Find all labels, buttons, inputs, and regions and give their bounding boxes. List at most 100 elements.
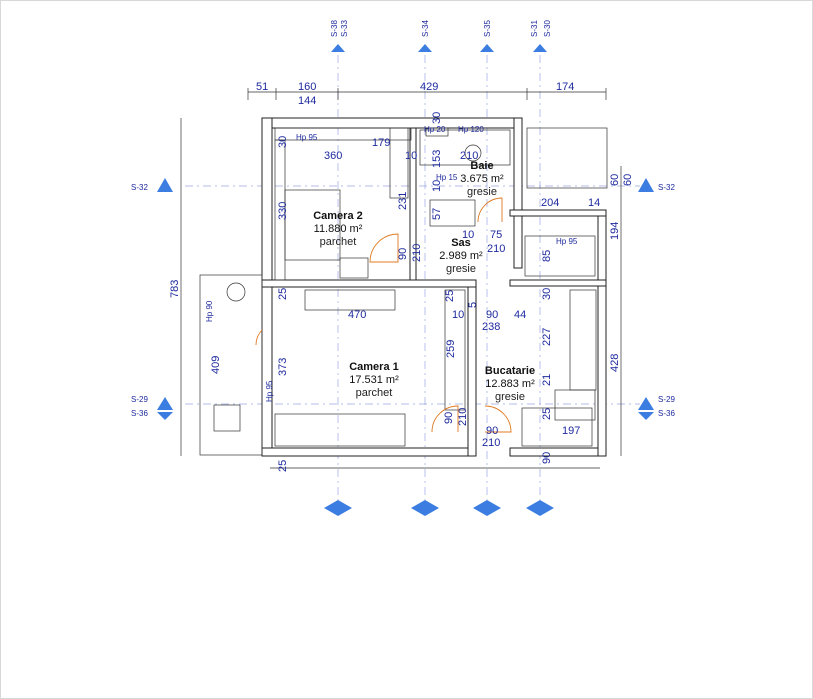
dim-text: 194 (609, 222, 621, 240)
room-area: 12.883 m² (485, 378, 535, 390)
section-marker-icon[interactable] (331, 44, 345, 52)
room-area: 2.989 m² (439, 250, 483, 262)
room-finish: parchet (356, 387, 393, 399)
dim-text: 409 (210, 356, 222, 374)
room-finish: gresie (467, 186, 497, 198)
dim-text: 90 (486, 425, 498, 437)
section-marker-icon[interactable] (157, 178, 173, 192)
section-markers-bottom (324, 500, 554, 516)
room-finish: parchet (320, 236, 357, 248)
dim-text: 10 (431, 180, 443, 192)
dim-text: 210 (460, 150, 478, 162)
section-label-left-3: S-36 (131, 409, 148, 418)
dim-text: 44 (514, 309, 526, 321)
section-marker-icon[interactable] (533, 44, 547, 52)
room-area: 17.531 m² (349, 374, 399, 386)
dim-text: 57 (431, 208, 443, 220)
section-label-top-5: S-31 (530, 20, 539, 37)
dim-text: 14 (588, 197, 600, 209)
room-label-camera2[interactable]: Camera 2 11.880 m² parchet (313, 210, 363, 248)
fixture-label: Hp 120 (458, 125, 484, 134)
room-label-bucatarie[interactable]: Bucatarie 12.883 m² gresie (485, 365, 535, 403)
fixture-label: Hp 95 (296, 133, 318, 142)
dim-text: 160 (298, 81, 316, 93)
section-marker-icon[interactable] (157, 397, 173, 410)
section-marker-icon[interactable] (638, 178, 654, 192)
dim-text: 60 (609, 174, 621, 186)
section-marker-icon[interactable] (411, 500, 439, 516)
section-marker-icon[interactable] (480, 44, 494, 52)
section-marker-icon[interactable] (324, 500, 352, 516)
plant-icon (226, 282, 246, 302)
dim-text: 90 (541, 452, 553, 464)
dimension-lines (180, 88, 622, 469)
dim-text: 153 (431, 150, 443, 168)
dim-text: 10 (462, 229, 474, 241)
dim-text: 144 (298, 95, 316, 107)
dim-text: 210 (482, 437, 500, 449)
toilet-icon (464, 144, 482, 162)
section-markers-top: S-38 S-33 S-34 S-35 S-31 S-30 (330, 20, 552, 52)
room-label-sas[interactable]: Sas 2.989 m² gresie (439, 237, 483, 275)
dim-text: 5 (467, 302, 479, 308)
top-dimensions: 51 160 429 174 144 783 60 60 194 428 (169, 81, 634, 372)
section-marker-icon[interactable] (473, 500, 501, 516)
section-label-right-2: S-29 (658, 395, 675, 404)
dim-text: 470 (348, 309, 366, 321)
dim-text: 30 (541, 288, 553, 300)
room-finish: gresie (495, 391, 525, 403)
dim-text: 25 (541, 408, 553, 420)
grid-lines (185, 55, 640, 500)
dim-text: 210 (487, 243, 505, 255)
room-name: Baie (470, 160, 493, 172)
dim-text: 174 (556, 81, 574, 93)
room-name: Camera 1 (349, 361, 399, 373)
room-label-camera1[interactable]: Camera 1 17.531 m² parchet (349, 361, 399, 399)
dim-text: 30 (277, 136, 289, 148)
fixture-label: Hp 90 (205, 300, 214, 322)
dim-text: 210 (457, 408, 469, 426)
dim-text: 197 (562, 425, 580, 437)
fixture-label: Hp 20 (424, 125, 446, 134)
dim-text: 429 (420, 81, 438, 93)
section-marker-icon[interactable] (638, 412, 654, 420)
interior-dimensions: 30 360 179 10 153 210 10 330 231 57 75 2… (210, 112, 600, 472)
dim-text: 373 (277, 358, 289, 376)
fixture-label: Hp 95 (556, 237, 578, 246)
section-label-top-4: S-35 (483, 20, 492, 37)
dim-text: 25 (444, 290, 456, 302)
dim-text: 428 (609, 354, 621, 372)
section-markers-sides: S-32 S-29 S-36 S-32 S-29 S-36 (131, 178, 675, 420)
fixture-label: Hp 15 (436, 173, 458, 182)
dim-text: 90 (397, 248, 409, 260)
section-label-top-1: S-38 (330, 20, 339, 37)
room-label-baie[interactable]: Baie 3.675 m² gresie (460, 160, 504, 198)
section-marker-icon[interactable] (526, 500, 554, 516)
radiator-icon (425, 127, 449, 137)
dim-text: 210 (411, 244, 423, 262)
section-label-right-1: S-32 (658, 183, 675, 192)
dim-text: 25 (277, 288, 289, 300)
dim-text: 25 (277, 460, 289, 472)
room-name: Camera 2 (313, 210, 363, 222)
room-finish: gresie (446, 263, 476, 275)
section-label-right-3: S-36 (658, 409, 675, 418)
section-label-left-1: S-32 (131, 183, 148, 192)
section-label-left-2: S-29 (131, 395, 148, 404)
dim-text: 21 (541, 374, 553, 386)
doors (226, 127, 512, 433)
section-marker-icon[interactable] (638, 397, 654, 410)
dim-text: 227 (541, 328, 553, 346)
room-area: 3.675 m² (460, 173, 504, 185)
dim-text: 360 (324, 150, 342, 162)
dim-text: 85 (541, 250, 553, 262)
section-label-top-2: S-33 (340, 20, 349, 37)
section-marker-icon[interactable] (418, 44, 432, 52)
dim-text: 75 (490, 229, 502, 241)
dim-text: 179 (372, 137, 390, 149)
section-marker-icon[interactable] (157, 412, 173, 420)
section-label-top-3: S-34 (421, 20, 430, 37)
dim-text: 51 (256, 81, 268, 93)
dim-text: 330 (277, 202, 289, 220)
